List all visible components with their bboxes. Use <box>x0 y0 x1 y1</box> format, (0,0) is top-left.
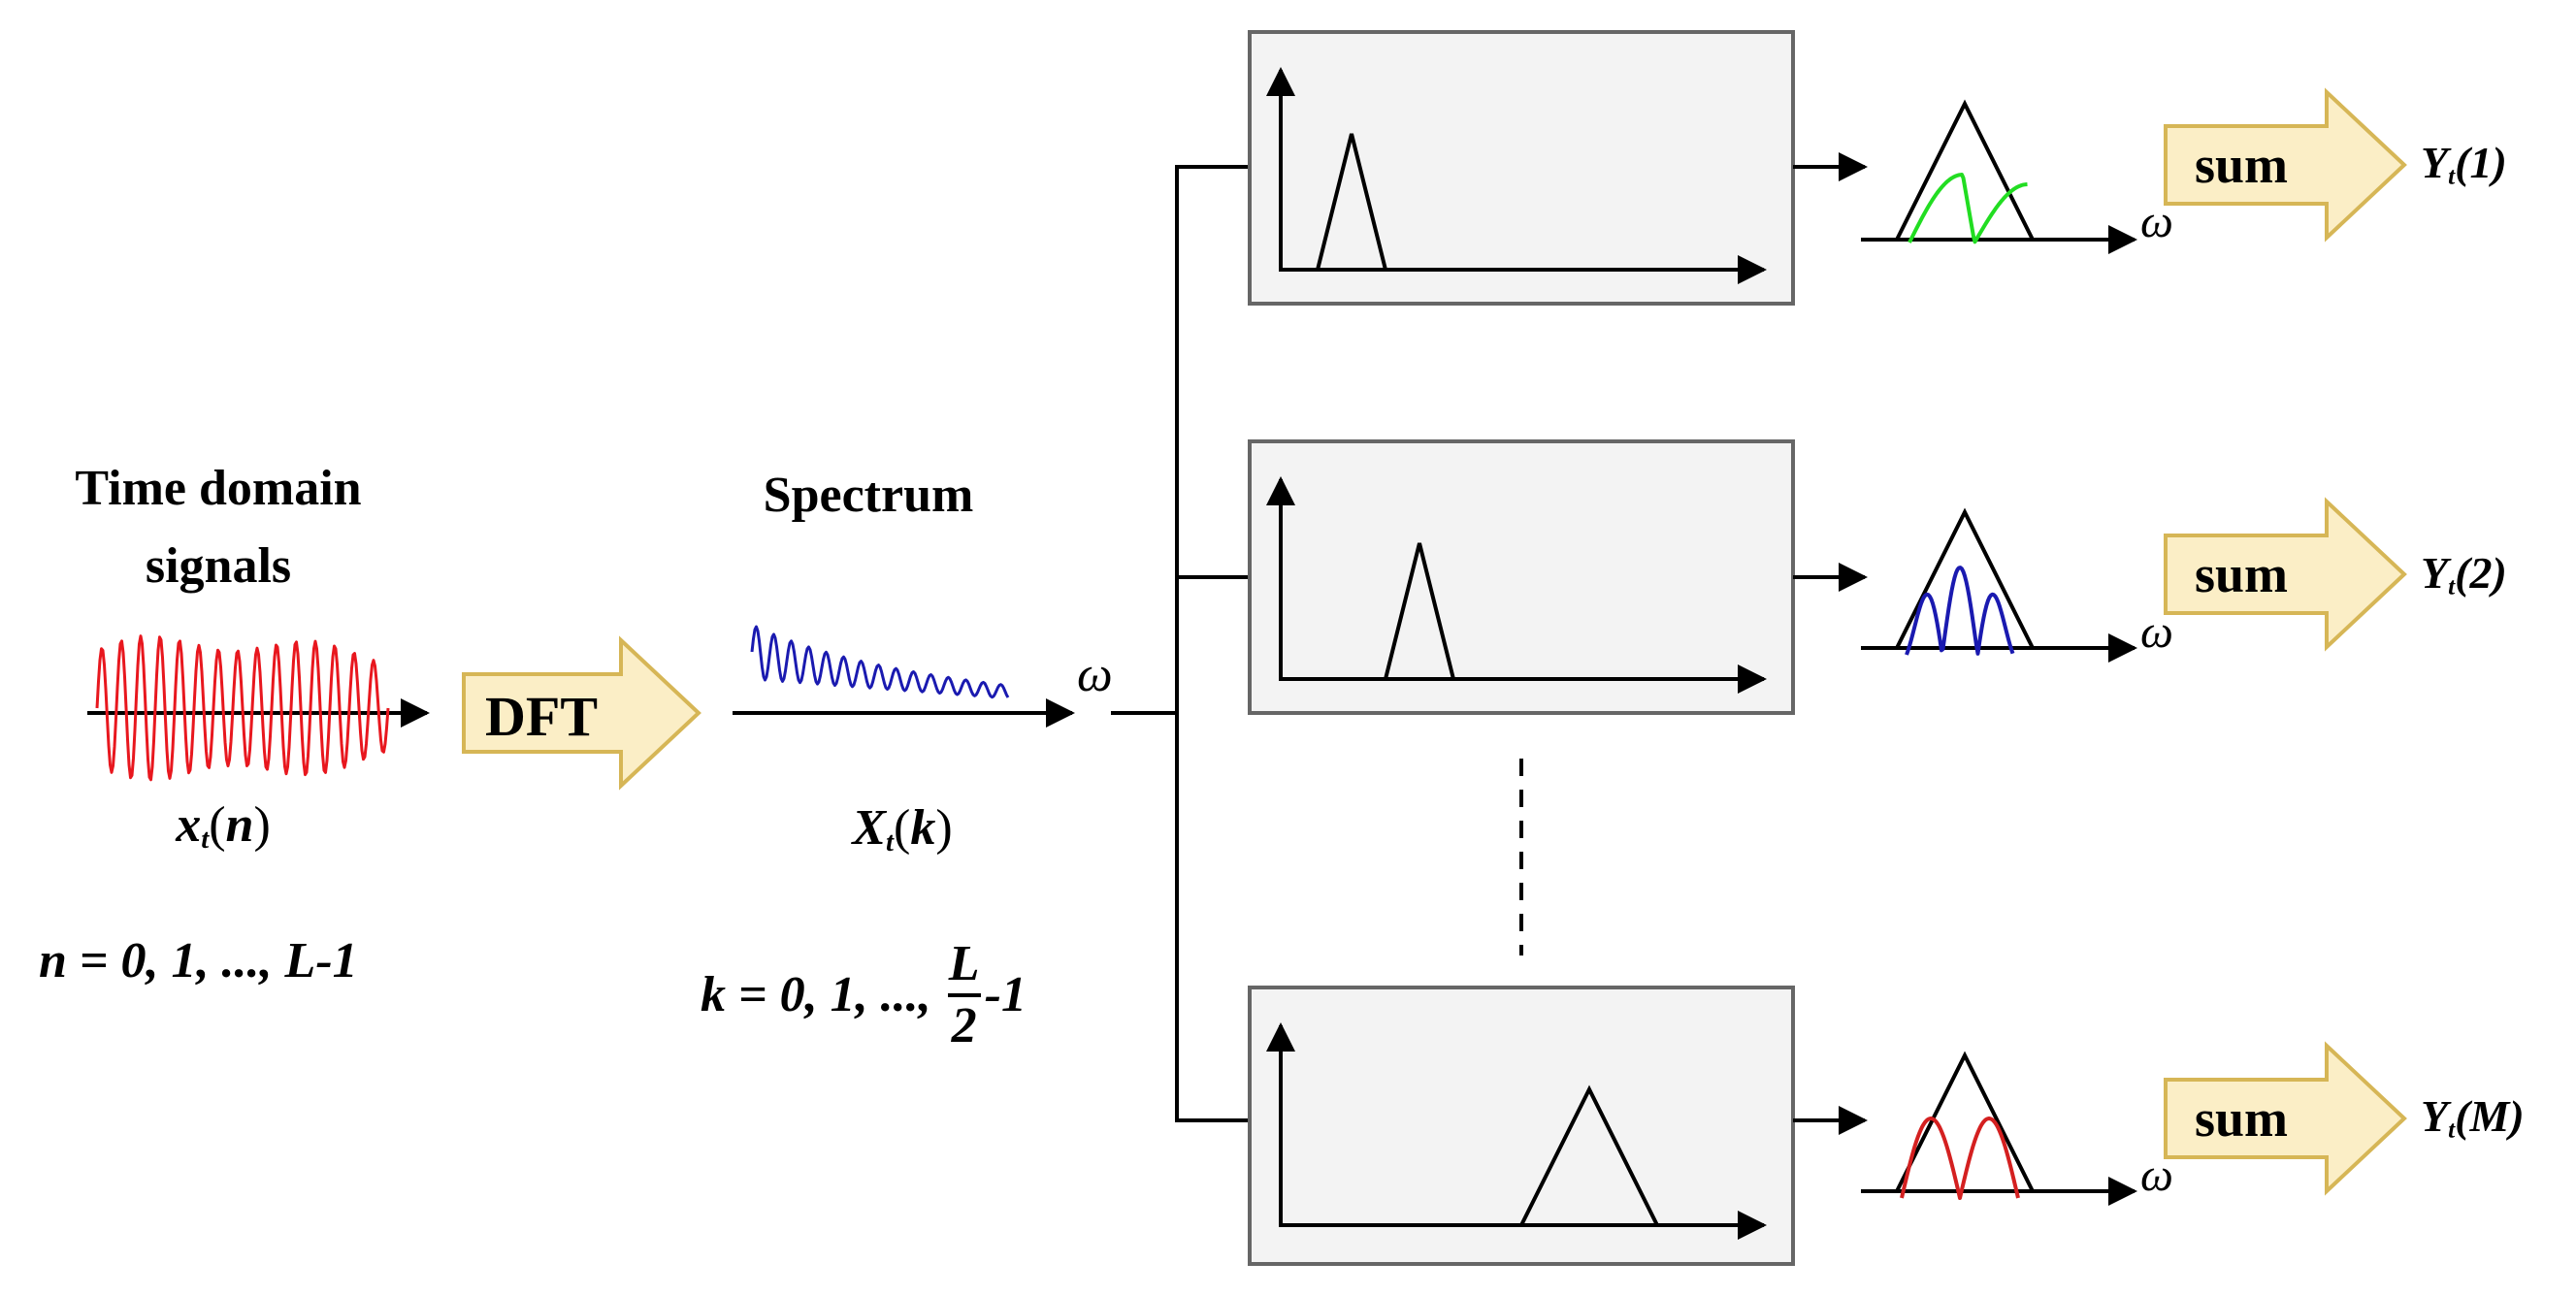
filter-box-2 <box>1248 439 1795 715</box>
dft-label: DFT <box>485 685 598 748</box>
sum-label-m: sum <box>2195 1089 2289 1148</box>
time-domain-heading-line2: signals <box>145 538 292 594</box>
fraction-bar <box>947 993 981 997</box>
omega-label-main: ω <box>1077 647 1113 702</box>
band-2-plot <box>1861 507 2137 663</box>
omega-label-band-2: ω <box>2140 606 2173 658</box>
branch-connector <box>1111 165 1250 1122</box>
sum-label-2: sum <box>2195 545 2289 603</box>
out-var-1: Y <box>2421 138 2449 187</box>
band-1-plot <box>1861 99 2137 254</box>
out-sub-1: t <box>2448 162 2456 190</box>
fraction: L 2 <box>947 936 981 1053</box>
signal-sub: t <box>201 825 210 856</box>
output-label-m: Yt(M) <box>2421 1094 2525 1143</box>
out-var-2: Y <box>2421 548 2449 598</box>
out-sub-2: t <box>2448 572 2456 600</box>
omega-label-band-1: ω <box>2140 196 2173 247</box>
out-arg-m: (M) <box>2455 1091 2525 1141</box>
spectrum-label: Xt(k) <box>852 800 953 858</box>
omega-label-band-m: ω <box>2140 1149 2173 1201</box>
box-output-arrows <box>1793 152 1868 1135</box>
output-label-1: Yt(1) <box>2421 141 2507 189</box>
dft-arrow-shape <box>462 635 701 791</box>
time-index-range: n = 0, 1, ..., L-1 <box>39 933 358 988</box>
sum-label-1: sum <box>2195 136 2289 194</box>
time-domain-heading-line1: Time domain <box>75 461 362 516</box>
spectrum-heading: Spectrum <box>763 468 974 523</box>
out-arg-2: (2) <box>2455 548 2507 598</box>
frequency-index-range: k = 0, 1, ..., L 2 -1 <box>701 939 1027 1052</box>
time-signal-label: xt(n) <box>176 797 271 856</box>
spectrum-arg: k <box>910 800 936 856</box>
band-m-plot <box>1861 1051 2137 1206</box>
out-arg-1: (1) <box>2455 138 2507 187</box>
spectrum-var: X <box>852 800 887 856</box>
fraction-numerator: L <box>948 936 980 991</box>
signal-var: x <box>176 797 202 853</box>
spectrum-waveform <box>750 625 1010 699</box>
filter-box-m <box>1248 986 1795 1266</box>
output-label-2: Yt(2) <box>2421 551 2507 599</box>
freq-range-prefix: k = 0, 1, ..., <box>701 967 944 1022</box>
out-sub-m: t <box>2448 1116 2456 1144</box>
freq-range-suffix: -1 <box>984 967 1027 1022</box>
filter-box-1 <box>1248 30 1795 306</box>
time-domain-signal-waveform <box>95 634 390 782</box>
signal-arg: n <box>225 797 254 853</box>
sum-arrow-shapes <box>2164 87 2407 1196</box>
spectrum-sub: t <box>886 827 894 858</box>
fraction-denominator: 2 <box>951 998 977 1053</box>
out-var-m: Y <box>2421 1091 2449 1141</box>
